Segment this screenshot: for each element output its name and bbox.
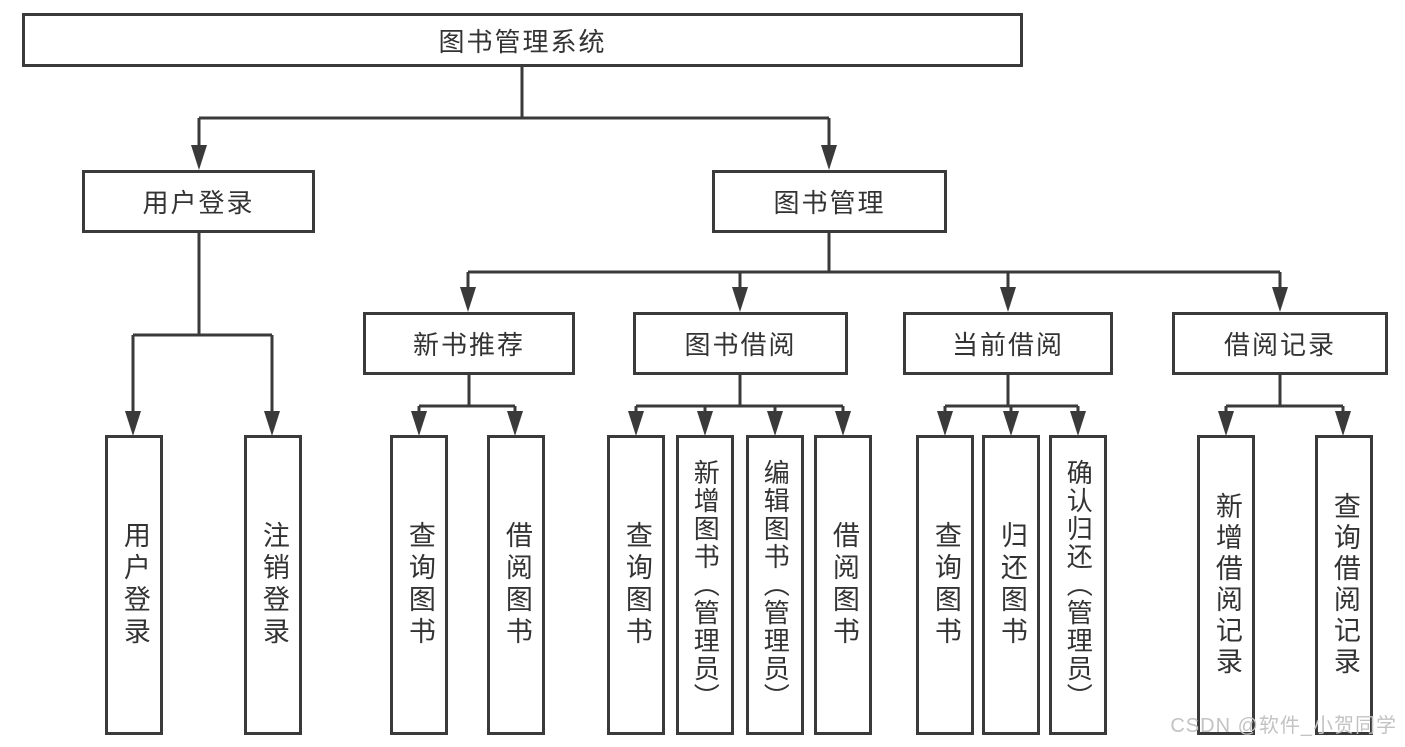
- connector-root-to-level2: [191, 67, 837, 170]
- csdn-watermark: CSDN @软件_小贺同学: [1170, 715, 1397, 737]
- borrow-record-box: 借阅记录: [1172, 312, 1388, 375]
- connector-current-borrow-children: [937, 375, 1086, 436]
- leaf-current-query-box: 查询图书: [916, 435, 974, 735]
- leaf-borrow-edit-box: 编辑图书（管理员）: [746, 435, 804, 735]
- connector-book-borrow-children: [628, 375, 851, 436]
- new-book-recommend-label: 新书推荐: [412, 330, 525, 360]
- leaf-newbook-query-box: 查询图书: [390, 435, 448, 735]
- leaf-current-return-label: 归还图书: [996, 521, 1027, 649]
- leaf-current-return-box: 归还图书: [982, 435, 1040, 735]
- book-borrow-box: 图书借阅: [633, 312, 848, 375]
- leaf-logout-box: 注销登录: [244, 435, 302, 735]
- connector-user-login-children: [125, 233, 280, 436]
- leaf-current-query-label: 查询图书: [930, 521, 961, 649]
- new-book-recommend-box: 新书推荐: [363, 312, 575, 375]
- connector-new-book-recommend-children: [411, 375, 523, 436]
- current-borrow-box: 当前借阅: [903, 312, 1113, 375]
- leaf-newbook-borrow-box: 借阅图书: [487, 435, 545, 735]
- leaf-borrow-query-box: 查询图书: [607, 435, 665, 735]
- book-management-box: 图书管理: [712, 170, 947, 233]
- user-login-label: 用户登录: [142, 188, 255, 218]
- leaf-current-confirm-label: 确认归还（管理员）: [1063, 459, 1094, 711]
- connector-book-management-children: [460, 233, 1288, 312]
- leaf-borrow-borrow-label: 借阅图书: [828, 521, 859, 649]
- leaf-borrow-add-label: 新增图书（管理员）: [690, 459, 721, 711]
- leaf-borrow-edit-label: 编辑图书（管理员）: [760, 459, 791, 711]
- connector-borrow-record-children: [1218, 375, 1351, 436]
- book-management-label: 图书管理: [773, 188, 886, 218]
- leaf-record-add-box: 新增借阅记录: [1197, 435, 1255, 735]
- leaf-borrow-query-label: 查询图书: [621, 521, 652, 649]
- leaf-record-add-label: 新增借阅记录: [1211, 492, 1242, 678]
- book-borrow-label: 图书借阅: [684, 330, 797, 360]
- leaf-newbook-query-label: 查询图书: [404, 521, 435, 649]
- leaf-record-query-box: 查询借阅记录: [1315, 435, 1373, 735]
- leaf-record-query-label: 查询借阅记录: [1329, 492, 1360, 678]
- system-root-box: 图书管理系统: [22, 13, 1023, 67]
- leaf-user-login-box: 用户登录: [105, 435, 163, 735]
- system-root-label: 图书管理系统: [438, 26, 607, 57]
- leaf-newbook-borrow-label: 借阅图书: [501, 521, 532, 649]
- leaf-current-confirm-box: 确认归还（管理员）: [1049, 435, 1107, 735]
- leaf-user-login-label: 用户登录: [119, 521, 150, 649]
- leaf-borrow-add-box: 新增图书（管理员）: [676, 435, 734, 735]
- leaf-logout-label: 注销登录: [258, 521, 289, 649]
- leaf-borrow-borrow-box: 借阅图书: [814, 435, 872, 735]
- current-borrow-label: 当前借阅: [951, 330, 1064, 360]
- user-login-box: 用户登录: [82, 170, 315, 233]
- borrow-record-label: 借阅记录: [1223, 330, 1336, 360]
